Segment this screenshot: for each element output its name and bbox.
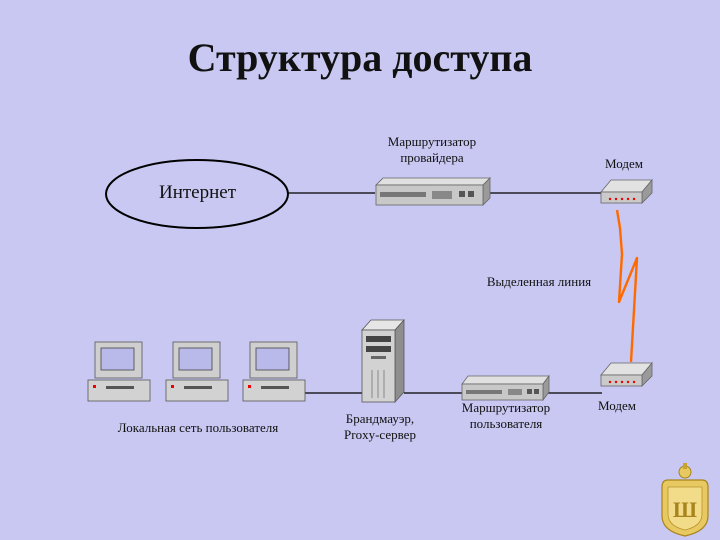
modem-bottom-label: Модем	[598, 398, 636, 413]
modem-bottom-icon	[600, 361, 653, 387]
provider-router-icon	[375, 177, 491, 206]
lan-label: Локальная сеть пользователя	[117, 420, 279, 435]
svg-text:Ш: Ш	[673, 497, 697, 522]
workstation-2-icon	[165, 341, 229, 402]
firewall-label: Брандмауэр, Proxy-сервер	[344, 411, 416, 442]
modem-top-label: Модем	[605, 156, 643, 171]
leased-line	[615, 209, 639, 363]
server-tower-icon	[361, 318, 405, 404]
internet-cloud	[105, 159, 289, 229]
workstation-3-icon	[242, 341, 306, 402]
provider-router-label: Маршрутизатор провайдера	[387, 134, 477, 165]
workstation-1-icon	[87, 341, 151, 402]
modem-top-icon	[600, 178, 653, 204]
internet-label: Интернет	[158, 182, 237, 203]
leased-line-label: Выделенная линия	[486, 274, 592, 289]
user-router-icon	[461, 374, 550, 402]
slide-title: Структура доступа	[187, 35, 533, 80]
coat-of-arms-icon: Ш	[661, 463, 709, 537]
user-router-label: Маршрутизатор пользователя	[461, 400, 551, 431]
